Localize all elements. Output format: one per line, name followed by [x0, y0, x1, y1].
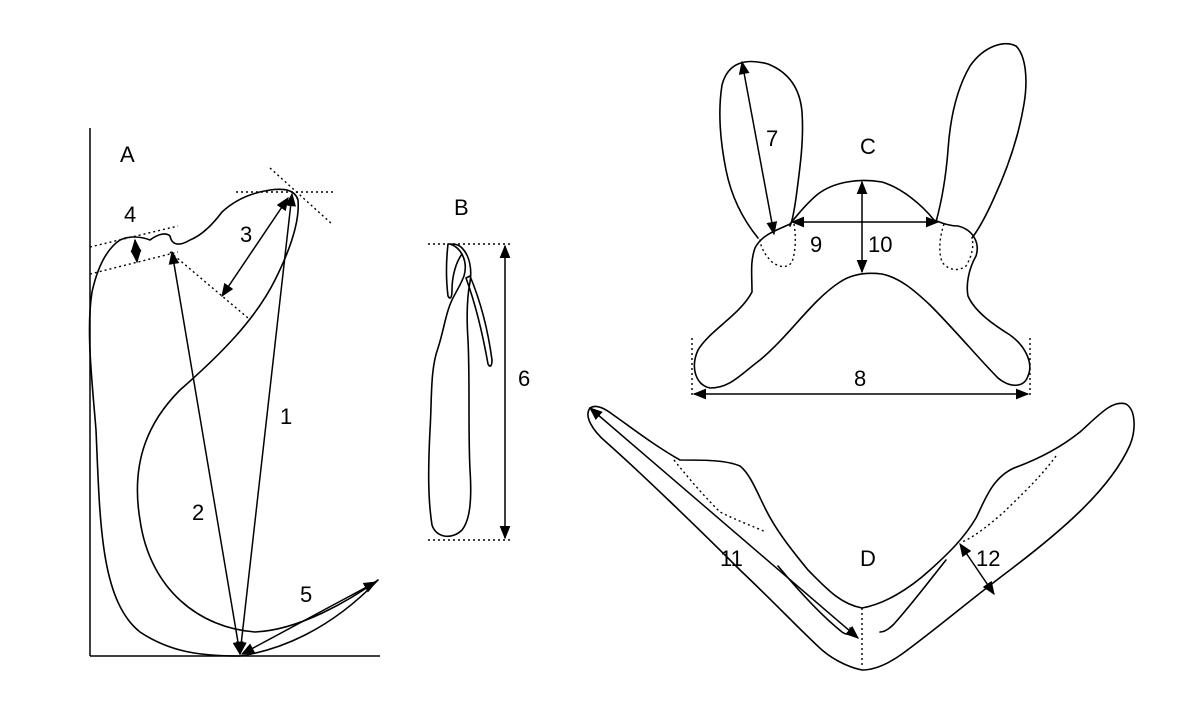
tangent-line-4-top: [89, 225, 179, 248]
panel-d-bone-outline: [587, 402, 1135, 671]
panel-b: B 6: [427, 195, 530, 541]
panel-b-label: B: [454, 195, 469, 220]
measurement-arrow-4: [130, 238, 142, 264]
panel-a: A 1 2 3 4 5: [88, 128, 380, 657]
measurement-label-9: 9: [810, 232, 822, 257]
panel-d-right-dotted: [961, 455, 1057, 543]
tangent-line-tip-diagonal: [269, 167, 333, 225]
panel-d-left-dotted: [673, 459, 767, 533]
measurement-arrow-11: [588, 407, 860, 639]
panel-d: D 11 12: [587, 402, 1135, 671]
panel-d-label: D: [860, 546, 876, 571]
measurement-arrow-2: [168, 250, 244, 656]
panel-c-right-inner-dotted: [939, 223, 974, 271]
panel-c-left-ear: [719, 60, 804, 239]
measurement-label-5: 5: [300, 582, 312, 607]
measurement-label-7: 7: [766, 126, 778, 151]
measurement-label-8: 8: [854, 366, 866, 391]
measurement-label-2: 2: [192, 500, 204, 525]
measurement-arrow-7: [738, 60, 778, 236]
measurement-arrow-12: [959, 542, 995, 596]
panel-c-left-inner-dotted: [759, 223, 797, 268]
measurement-label-12: 12: [976, 546, 1000, 571]
tangent-line-4-bottom: [89, 251, 179, 275]
panel-b-hook: [445, 243, 463, 299]
measurement-label-11: 11: [720, 546, 743, 571]
panel-a-label: A: [120, 142, 135, 167]
measurement-label-1: 1: [280, 404, 292, 429]
measurement-arrow-3: [221, 196, 289, 298]
measurement-label-4: 4: [124, 202, 136, 227]
panel-a-bone-outline: [88, 188, 379, 657]
measurement-arrow-5: [240, 581, 378, 655]
measurement-label-10: 10: [868, 232, 892, 257]
panel-c-right-ear: [935, 42, 1027, 239]
measurement-label-6: 6: [518, 366, 530, 391]
panel-c: C 7 8 9 10: [691, 42, 1031, 400]
panel-c-label: C: [860, 134, 876, 159]
measurement-label-3: 3: [240, 222, 252, 247]
panel-d-right-inner-line: [879, 559, 947, 633]
panel-b-process: [465, 275, 493, 367]
panel-b-bone-outline: [427, 243, 472, 538]
